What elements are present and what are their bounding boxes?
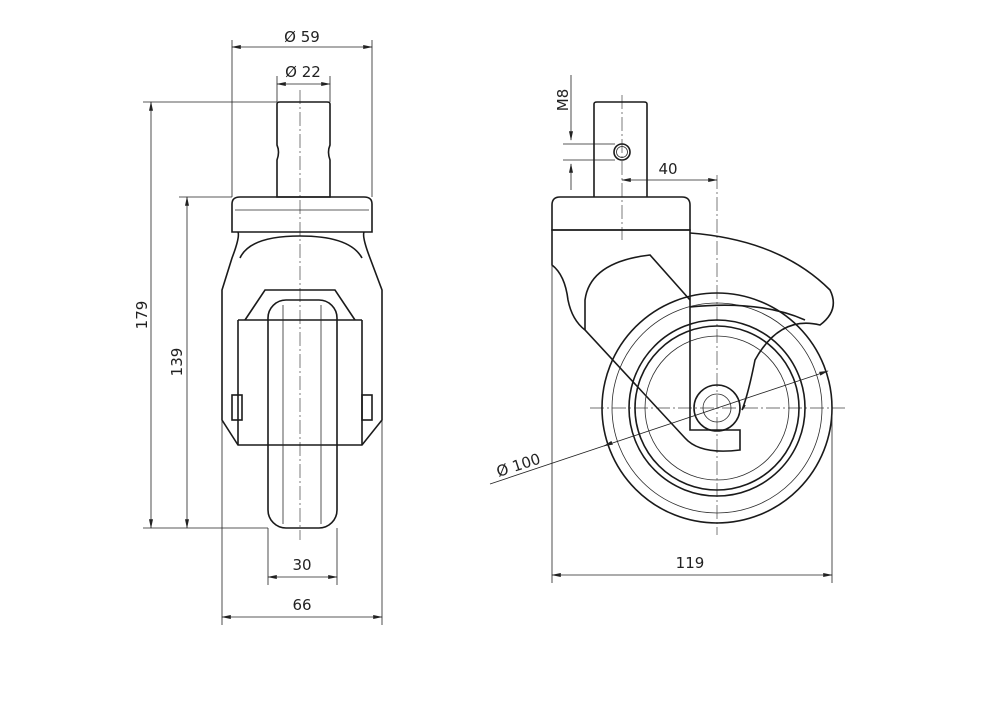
stem bbox=[276, 101, 331, 198]
side-dimensions: M8 40 Ø 100 119 bbox=[489, 75, 833, 583]
side-view bbox=[551, 95, 845, 535]
stem-side bbox=[593, 101, 648, 197]
wheel-front bbox=[267, 299, 338, 529]
dim-plate-diameter: Ø 59 bbox=[284, 28, 320, 46]
bolt-hole bbox=[613, 143, 631, 161]
dim-plate-height: 139 bbox=[168, 348, 186, 377]
dim-stem-diameter: Ø 22 bbox=[285, 63, 321, 81]
dim-hole-thread: M8 bbox=[554, 89, 572, 112]
front-view bbox=[221, 90, 383, 540]
wheel-guard bbox=[689, 232, 835, 411]
fork-side bbox=[551, 229, 741, 452]
dim-offset: 40 bbox=[658, 160, 677, 178]
top-plate bbox=[231, 196, 373, 233]
dim-total-height: 179 bbox=[133, 301, 151, 330]
dim-wheel-width: 30 bbox=[292, 556, 311, 574]
front-dimensions: Ø 59 Ø 22 179 139 30 66 bbox=[133, 28, 383, 625]
hub bbox=[693, 384, 741, 432]
fork bbox=[221, 231, 383, 446]
dim-wheel-diameter: Ø 100 bbox=[494, 450, 543, 481]
dim-fork-width: 66 bbox=[292, 596, 311, 614]
dim-swivel-radius: 119 bbox=[676, 554, 705, 572]
